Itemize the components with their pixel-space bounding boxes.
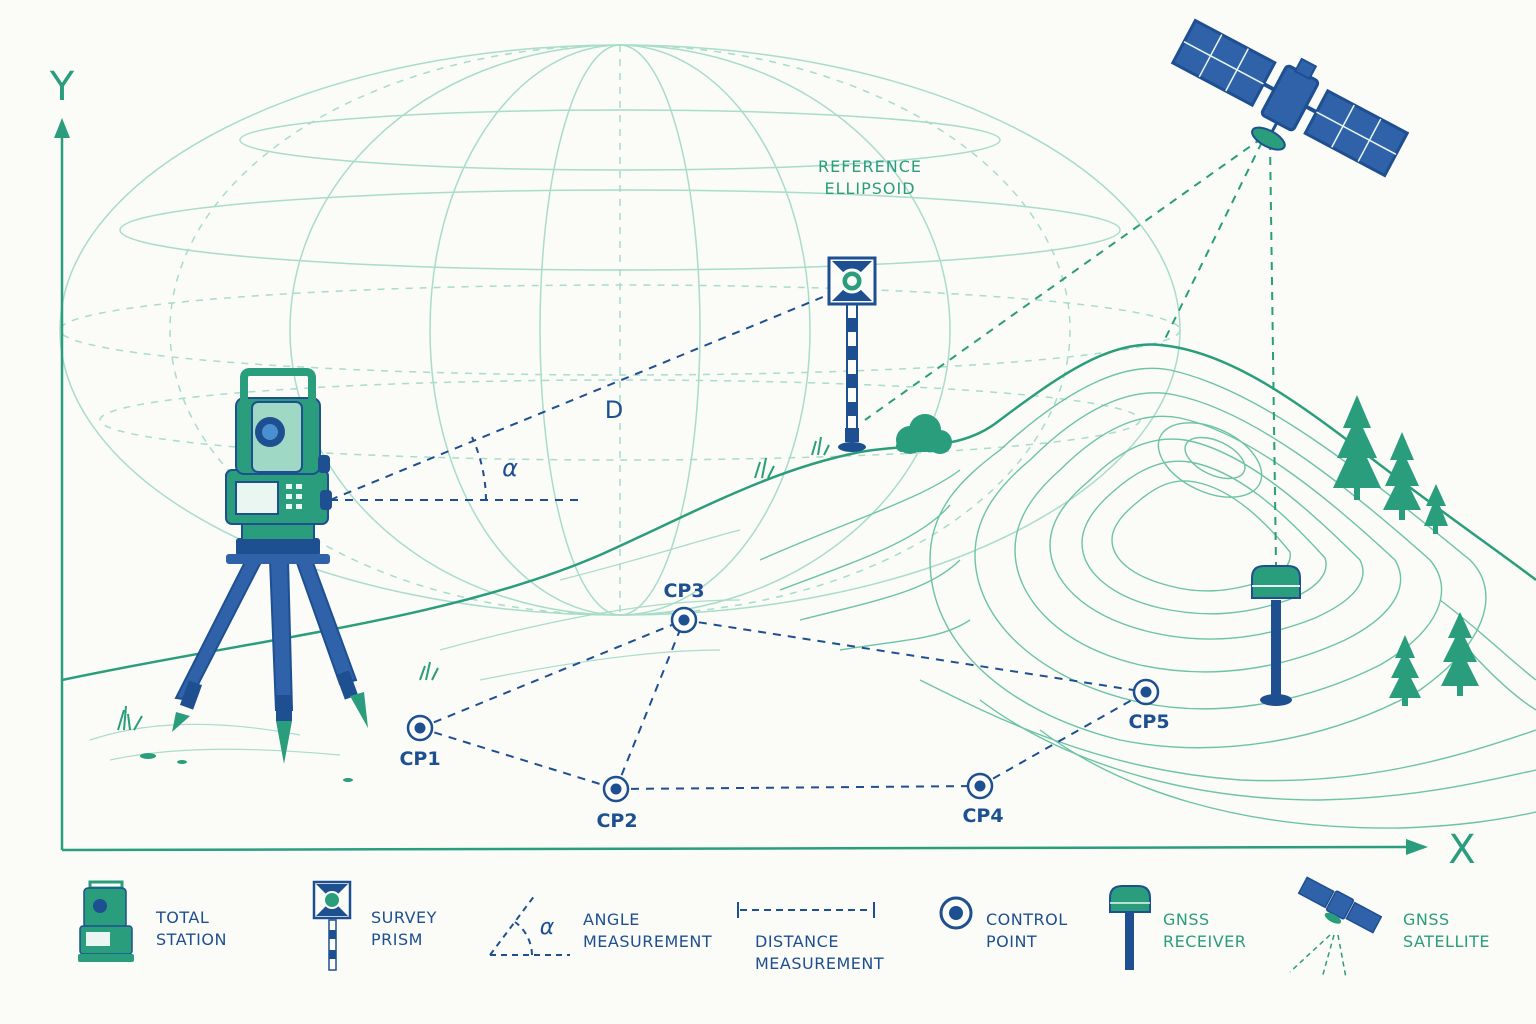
distance-measurement-line xyxy=(329,291,836,501)
angle-measurement-icon xyxy=(489,894,570,956)
cp2-label: CP2 xyxy=(596,810,637,832)
angle-arc xyxy=(471,436,487,501)
bush-icon xyxy=(896,414,952,454)
survey-prism xyxy=(827,256,877,452)
legend-item-distance-measurement: DISTANCE MEASUREMENT xyxy=(737,902,884,973)
legend-total-station-line1: TOTAL xyxy=(155,908,209,927)
y-axis-label: Y xyxy=(49,64,75,110)
control-point-cp4: CP4 xyxy=(962,772,1004,827)
legend-item-gnss-satellite: GNSS SATELLITE xyxy=(1289,876,1490,979)
satellite xyxy=(1170,18,1410,178)
control-point-cp1: CP1 xyxy=(399,714,441,770)
control-network-lines xyxy=(419,619,1147,790)
legend-gnss-receiver-line2: RECEIVER xyxy=(1163,932,1246,951)
legend-gnss-receiver-line1: GNSS xyxy=(1163,910,1210,929)
cp3-label: CP3 xyxy=(663,580,704,602)
cp1-label: CP1 xyxy=(399,748,440,770)
legend-gnss-satellite-line1: GNSS xyxy=(1403,910,1450,929)
legend-control-point-line2: POINT xyxy=(986,932,1037,951)
gnss-receiver xyxy=(1251,565,1301,706)
reference-ellipsoid-label-line1: REFERENCE xyxy=(818,157,922,176)
reference-ellipsoid-wireframe xyxy=(59,44,1181,616)
legend-control-point-line1: CONTROL xyxy=(986,910,1068,929)
distance-measurement-icon xyxy=(737,902,875,918)
control-point-cp5: CP5 xyxy=(1128,678,1170,733)
control-point-icon xyxy=(939,896,973,930)
angle-label: α xyxy=(502,454,518,482)
legend-item-total-station: TOTAL STATION xyxy=(78,880,227,962)
legend-gnss-satellite-line2: SATELLITE xyxy=(1403,932,1490,951)
legend-survey-prism-line1: SURVEY xyxy=(371,908,437,927)
satellite-signal-lines xyxy=(864,137,1277,566)
cp5-label: CP5 xyxy=(1128,711,1169,733)
legend-angle-line1: ANGLE xyxy=(583,910,640,929)
total-station xyxy=(172,368,368,764)
control-point-cp3: CP3 xyxy=(663,580,705,634)
legend-item-angle-measurement: α ANGLE MEASUREMENT xyxy=(489,894,712,956)
distance-label: D xyxy=(605,396,623,424)
gnss-receiver-icon xyxy=(1109,885,1151,970)
legend-distance-line1: DISTANCE xyxy=(755,932,839,951)
survey-prism-icon xyxy=(312,880,352,971)
legend: TOTAL STATION SURVEY PRISM α A xyxy=(78,876,1490,979)
cp4-label: CP4 xyxy=(962,805,1003,827)
total-station-icon xyxy=(78,880,134,962)
reference-ellipsoid-label-line2: ELLIPSOID xyxy=(824,179,915,198)
legend-angle-line2: MEASUREMENT xyxy=(583,932,712,951)
trees xyxy=(1333,395,1479,706)
x-axis-label: X xyxy=(1448,827,1475,873)
coordinate-axes xyxy=(54,118,1428,855)
legend-item-control-point: CONTROL POINT xyxy=(939,896,1068,951)
legend-angle-symbol: α xyxy=(540,915,555,940)
terrain xyxy=(61,343,1536,829)
legend-distance-line2: MEASUREMENT xyxy=(755,954,884,973)
gnss-satellite-icon xyxy=(1289,876,1383,979)
legend-item-gnss-receiver: GNSS RECEIVER xyxy=(1109,885,1246,970)
legend-item-survey-prism: SURVEY PRISM xyxy=(312,880,437,971)
control-point-cp2: CP2 xyxy=(596,775,638,832)
legend-total-station-line2: STATION xyxy=(156,930,227,949)
legend-survey-prism-line2: PRISM xyxy=(371,930,423,949)
